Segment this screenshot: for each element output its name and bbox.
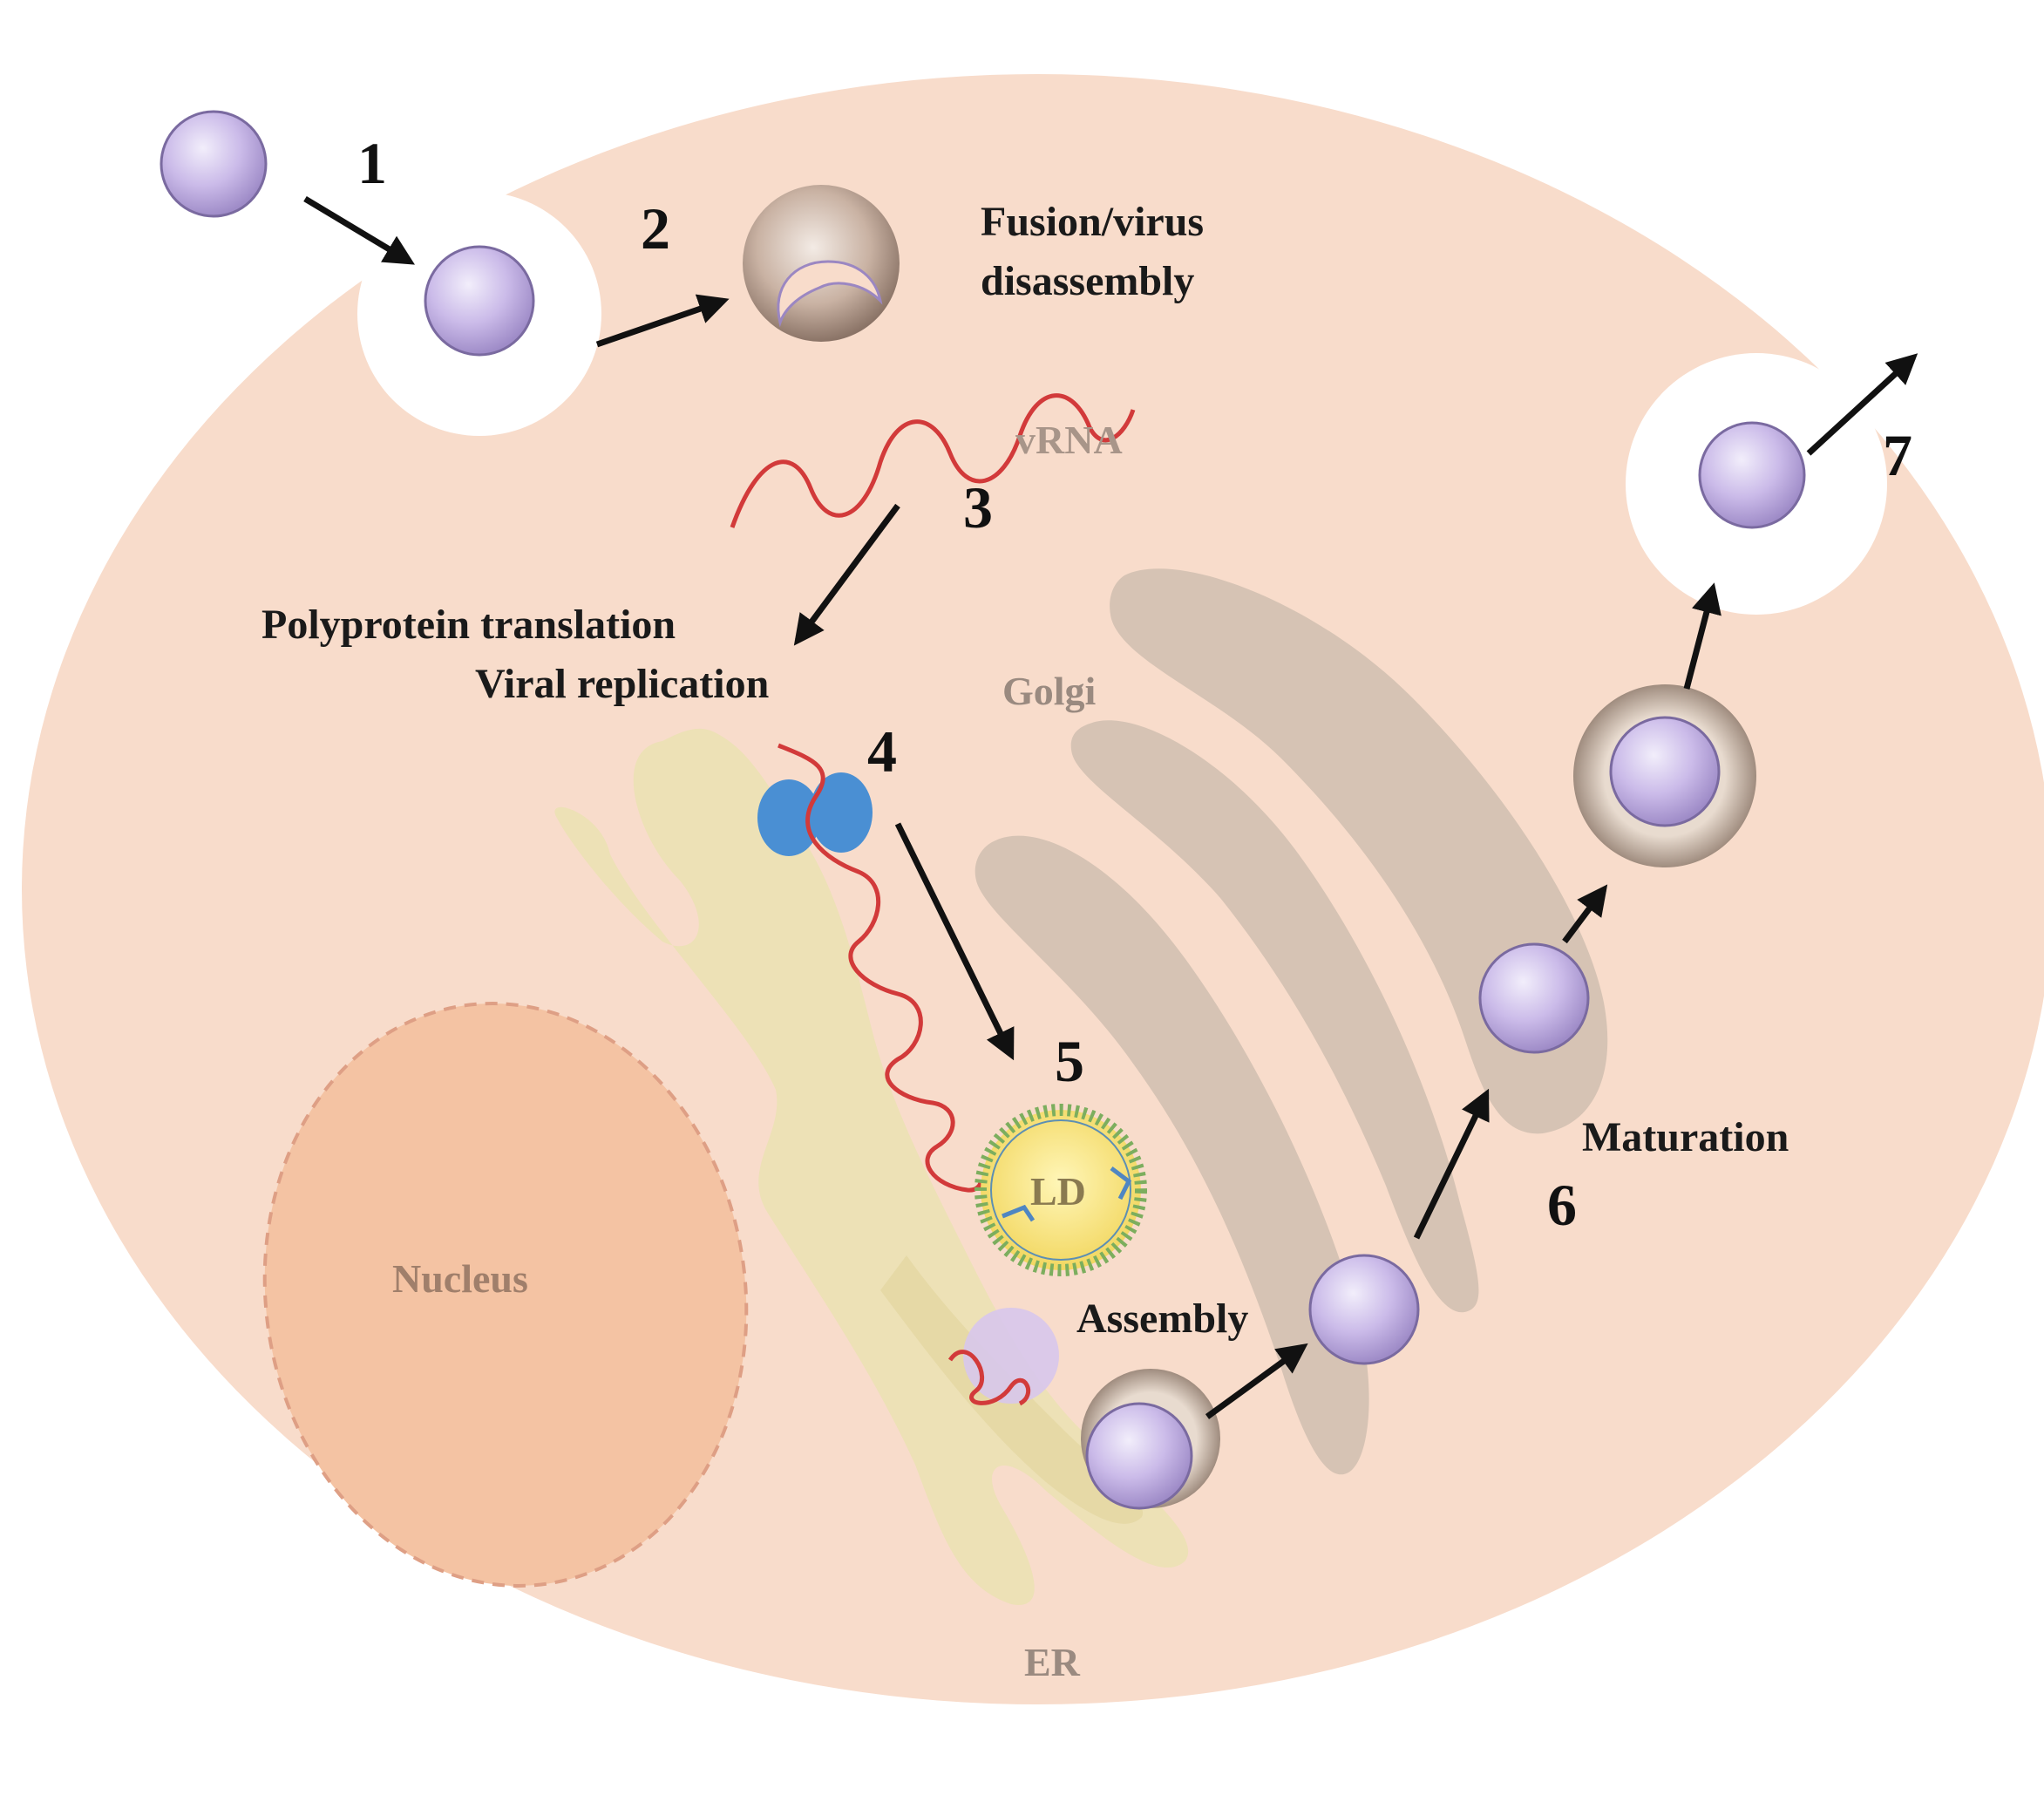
ribosome-icon (757, 779, 820, 856)
disassembling-capsid (777, 260, 883, 328)
assembling-virion (963, 1308, 1059, 1404)
arrow-maturation (1562, 884, 1608, 944)
arrow-step-7 (1806, 353, 1918, 456)
step-4-label: 4 (867, 718, 897, 785)
vrna-strand (730, 393, 1136, 528)
step-7-label: 7 (1883, 422, 1912, 488)
step-2-label: 2 (641, 195, 670, 262)
arrow-step-2 (595, 294, 730, 348)
golgi-label: Golgi (1002, 669, 1097, 713)
arrow-step-4 (894, 822, 1015, 1061)
virion-extracellular (160, 110, 268, 218)
translated-rna (778, 743, 983, 1193)
arrow-step-6 (1413, 1088, 1490, 1240)
maturation-label: Maturation (1582, 1114, 1789, 1160)
virion-released (1698, 421, 1806, 529)
virion-assembled (1308, 1254, 1420, 1365)
ld-protein-right (1110, 1166, 1132, 1200)
ribosome-icon-2 (810, 772, 873, 853)
assembly-label: Assembly (1076, 1296, 1248, 1342)
step-6-label: 6 (1547, 1172, 1577, 1238)
fusion-label-line1: Fusion/virus (981, 199, 1204, 245)
arrow-step-1 (303, 195, 416, 265)
translation-label-line1: Polyprotein translation (261, 602, 676, 648)
virion-budding (1085, 1402, 1193, 1510)
nucleus (262, 1002, 749, 1588)
golgi-cisterna-1 (974, 835, 1369, 1475)
vrna-label: vRNA (1015, 418, 1123, 462)
fusion-label-line2: disassembly (981, 258, 1194, 304)
nucleus-label: Nucleus (392, 1256, 528, 1301)
translation-label-line2: Viral replication (475, 661, 769, 707)
lipid-droplet-label: LD (1030, 1169, 1086, 1214)
ld-protein-left (1002, 1204, 1036, 1222)
assembling-rna (947, 1350, 1031, 1406)
virion-entering (424, 245, 535, 357)
arrow-secretion (1683, 582, 1721, 690)
lipid-droplet-membrane (990, 1119, 1131, 1261)
virion-secretory (1609, 716, 1721, 827)
step-3-label: 3 (963, 474, 993, 541)
er-label: ER (1024, 1640, 1081, 1684)
lipid-droplet-icon (974, 1104, 1147, 1276)
arrow-step-3 (793, 503, 900, 646)
golgi-cisterna-2 (1070, 720, 1479, 1313)
step-5-label: 5 (1055, 1028, 1084, 1094)
arrow-assembly (1205, 1343, 1308, 1419)
virion-maturing (1478, 942, 1590, 1054)
step-1-label: 1 (357, 130, 387, 196)
